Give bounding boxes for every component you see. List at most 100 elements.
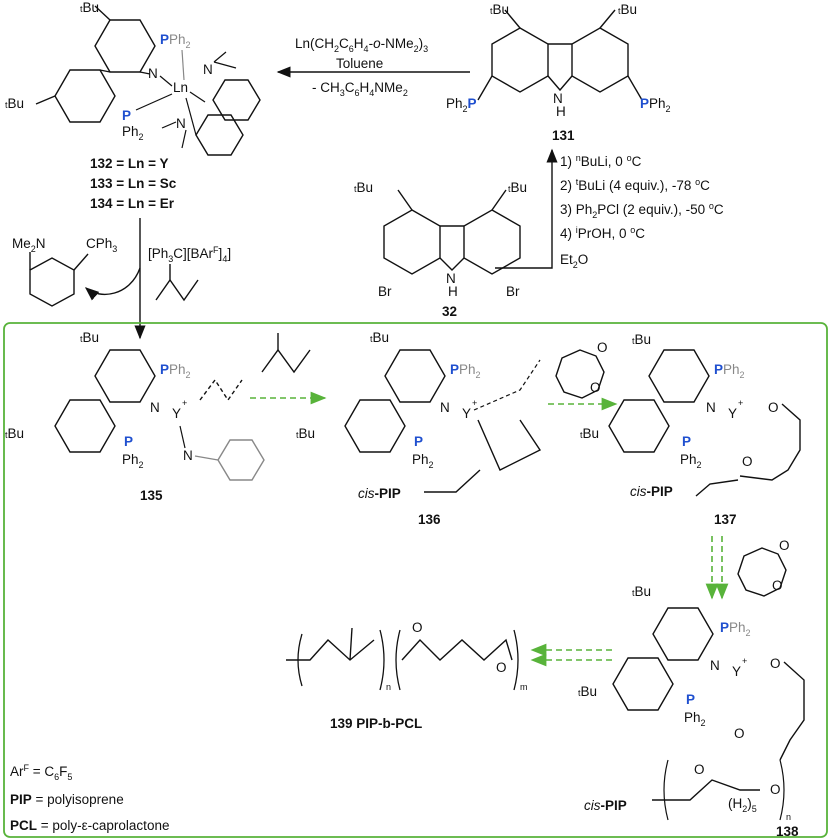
compound-number-138: 138 [776,824,799,839]
svg-text:Me2N: Me2N [12,236,46,254]
compound-number-135: 135 [140,488,163,503]
svg-text:Y: Y [172,406,181,421]
compound-132-134: tBu tBu PPh2 N Ln P Ph2 N N [5,0,261,156]
step-4: 4) iPrOH, 0 oC [560,225,645,241]
svg-text:Y: Y [732,664,741,679]
svg-text:N: N [183,448,193,463]
compound-number-32: 32 [442,304,457,319]
tbu-label: tBu [618,2,637,17]
svg-text:n: n [786,812,791,822]
svg-text:H: H [448,284,458,299]
legend-pcl: PCL = poly-ε-caprolactone [10,818,169,833]
svg-text:O: O [590,380,601,395]
svg-text:O: O [770,656,781,671]
activation-reagent: [Ph3C][BArF]4] [148,245,231,264]
svg-text:tBu: tBu [5,426,24,441]
svg-text:O: O [768,400,779,415]
svg-text:tBu: tBu [296,426,315,441]
compound-number-136: 136 [418,512,441,527]
isoprene-molecule [155,278,199,302]
svg-text:+: + [742,656,747,666]
compound-139: n O O m 139 PIP-b-PCL [286,620,528,731]
compound-number-131: 131 [552,128,575,143]
solvent-text: Toluene [336,56,383,71]
step-2: 2) tBuLi (4 equiv.), -78 oC [560,177,710,193]
svg-text:P: P [122,108,131,123]
svg-text:N: N [150,400,160,415]
solvent-et2o: Et2O [560,252,588,270]
svg-text:O: O [772,578,783,593]
svg-text:tBu: tBu [508,180,527,195]
svg-text:PPh2: PPh2 [160,362,191,380]
svg-text:P: P [414,434,423,449]
svg-text:tBu: tBu [5,96,24,111]
svg-text:N: N [176,116,186,131]
reagent-text: Ln(CH2C6H4-o-NMe2)3 [295,36,428,54]
svg-text:O: O [496,660,507,675]
side-product: Me2N CPh3 [12,236,117,307]
byproduct-text: - CH3C6H4NMe2 [312,80,408,98]
svg-text:tBu: tBu [80,330,99,345]
svg-text:tBu: tBu [632,584,651,599]
svg-text:N: N [148,66,158,81]
svg-text:tBu: tBu [578,684,597,699]
label-134: 134 = Ln = Er [90,196,175,211]
svg-text:N: N [446,271,456,286]
svg-text:PPh2: PPh2 [720,620,751,638]
ph2p-label: Ph2P [446,96,477,114]
svg-text:O: O [770,782,781,797]
compound-136: tBu tBu PPh2 N Y + P Ph2 cis-PIP 136 [296,330,542,527]
svg-text:Y: Y [728,406,737,421]
svg-text:Ph2: Ph2 [412,452,434,470]
svg-text:Ph2: Ph2 [684,710,706,728]
svg-text:Ph2: Ph2 [122,124,144,142]
svg-text:Ph2: Ph2 [122,452,144,470]
step-1: 1) nBuLi, 0 oC [560,153,642,169]
curved-arrow-side-product [84,267,141,301]
h-label: H [556,104,566,119]
compound-135: tBu tBu PPh2 N Y + P Ph2 N 135 [5,330,265,503]
svg-text:m: m [520,682,528,692]
product-label: 139 PIP-b-PCL [330,716,422,731]
svg-text:Ph2: Ph2 [680,452,702,470]
isoprene-monomer [261,348,311,374]
metal-label: Ln [173,80,188,95]
svg-text:P: P [682,434,691,449]
svg-text:PPh2: PPh2 [160,32,191,50]
svg-text:Br: Br [378,284,392,299]
svg-text:Br: Br [506,284,520,299]
label-132: 132 = Ln = Y [90,156,169,171]
svg-text:N: N [710,658,720,673]
compound-131: tBu tBu N H Ph2P PPh2 131 [446,2,671,143]
svg-text:tBu: tBu [370,330,389,345]
svg-text:tBu: tBu [80,0,99,15]
compound-32: tBu tBu N H Br Br 32 [354,180,527,319]
compound-138: tBu tBu PPh2 N Y + P Ph2 O O O O (H2)5 n… [578,584,805,839]
svg-text:O: O [694,762,705,777]
svg-text:N: N [203,62,213,77]
svg-text:Y: Y [462,406,471,421]
caprolactone-monomer-2: O O [737,538,790,597]
svg-text:tBu: tBu [354,180,373,195]
nh-label: N [553,91,563,106]
svg-text:tBu: tBu [632,332,651,347]
compound-137: tBu tBu PPh2 N Y + P Ph2 O O cis-PIP 137 [580,332,801,527]
svg-text:n: n [386,682,391,692]
legend-arf: ArF = C6F5 [10,763,72,782]
arrow-32-to-131 [495,148,558,269]
svg-text:+: + [472,398,477,408]
svg-text:+: + [182,398,187,408]
svg-text:O: O [734,726,745,741]
label-133: 133 = Ln = Sc [90,176,177,191]
caprolactone-monomer: O O [555,340,608,399]
svg-text:P: P [124,434,133,449]
svg-text:(H2)5: (H2)5 [728,796,757,814]
polymerization-box [3,322,828,838]
svg-text:P: P [686,692,695,707]
tbu-label: tBu [490,2,509,17]
svg-text:O: O [597,340,608,355]
svg-text:O: O [779,538,790,553]
svg-text:CPh3: CPh3 [86,236,117,254]
svg-text:O: O [412,620,423,635]
